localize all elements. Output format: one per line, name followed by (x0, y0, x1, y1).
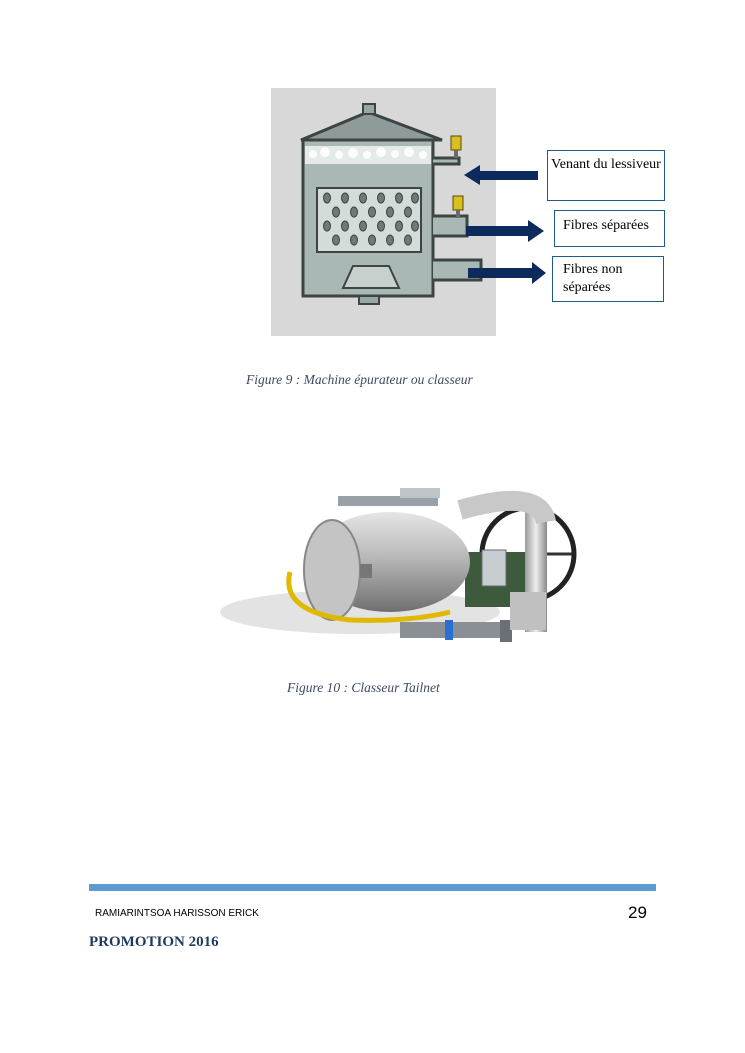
bottom-cone (341, 265, 401, 289)
figure-9-caption: Figure 9 : Machine épurateur ou classeur (246, 372, 473, 387)
inlet-arrow (464, 165, 538, 185)
tank-roof (300, 110, 443, 142)
drain-outlet (358, 295, 380, 305)
footer-author: RAMIARINTSOA HARISSON ERICK (95, 908, 259, 919)
page-number: 29 (628, 903, 647, 922)
label-inlet: Venant du lessiveur (547, 150, 665, 201)
classifier-photo (210, 482, 595, 667)
separator-diagram (271, 88, 496, 336)
sensor-bottom (452, 195, 464, 218)
rejects-arrow (468, 262, 546, 284)
label-accepts: Fibres séparées (554, 210, 665, 247)
roof-vent (362, 103, 376, 115)
inlet-pipe (433, 156, 461, 166)
sensor-top (450, 135, 462, 158)
accepts-arrow (466, 220, 544, 242)
flow-arrows (464, 165, 546, 284)
figure-10-caption: Figure 10 : Classeur Tailnet (287, 680, 440, 695)
separator-drawing (300, 103, 483, 305)
footer-rule (89, 884, 656, 891)
promotion-label: PROMOTION 2016 (89, 934, 219, 950)
label-rejects: Fibres non séparées (552, 256, 664, 302)
